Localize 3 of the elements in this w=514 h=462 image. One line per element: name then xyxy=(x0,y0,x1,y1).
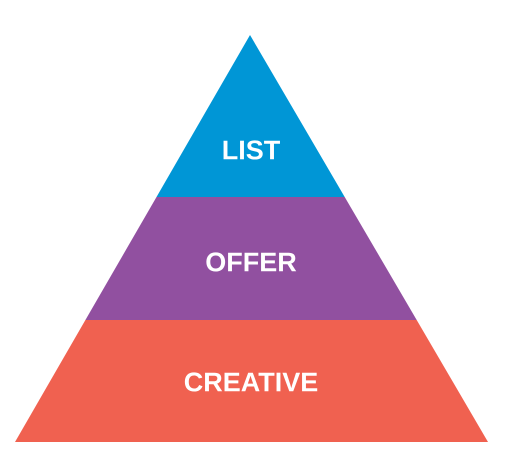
pyramid-layer: CREATIVE xyxy=(15,320,488,442)
pyramid-layer: OFFER xyxy=(85,197,417,320)
pyramid-layer: LIST xyxy=(156,35,345,197)
